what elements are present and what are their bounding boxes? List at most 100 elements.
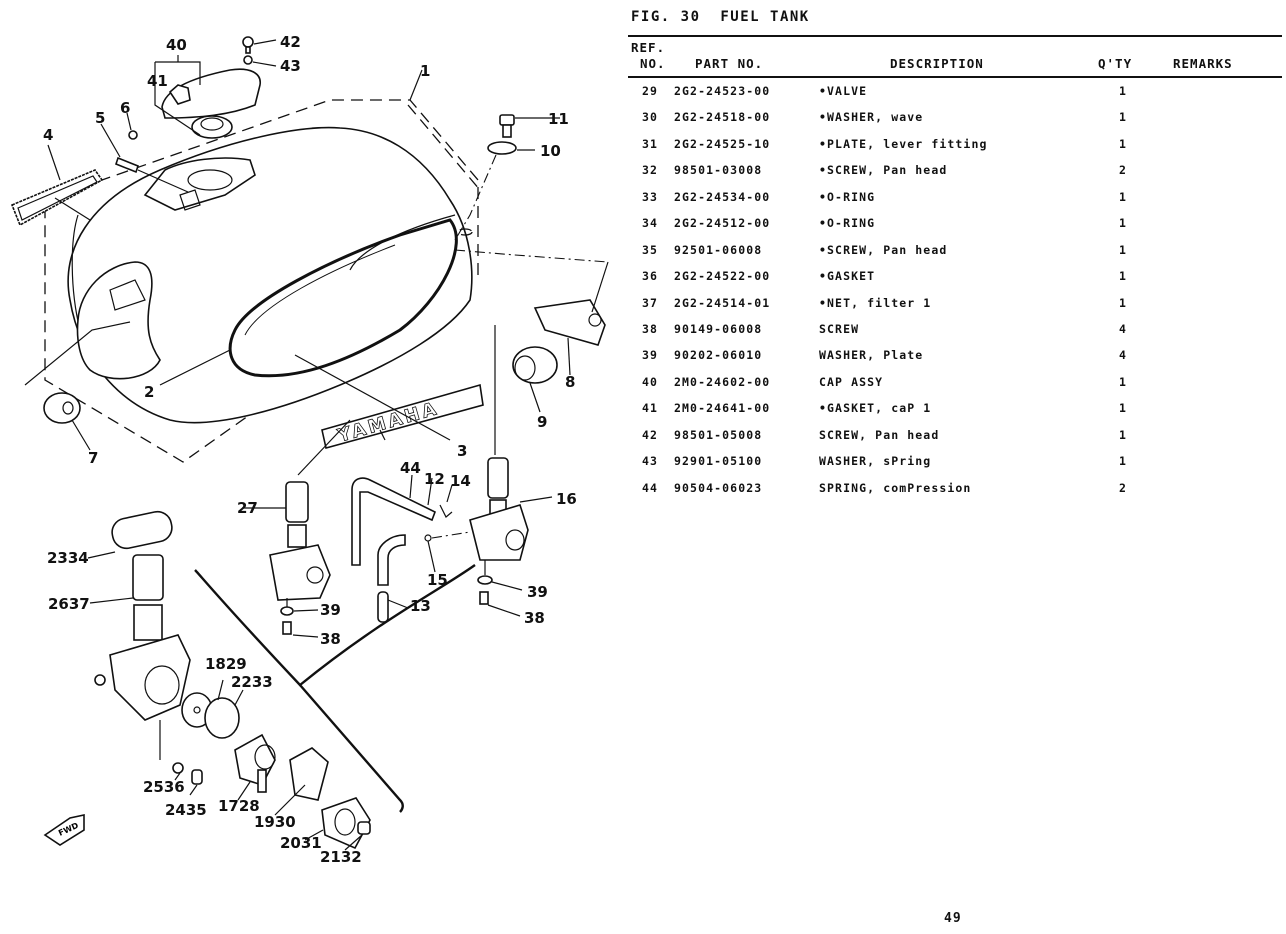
callout-5: 5: [95, 109, 105, 127]
callout-2: 2: [144, 383, 154, 401]
quantity: 4: [1118, 321, 1128, 336]
exploded-parts-diagram: YAMAHA: [0, 0, 620, 890]
fuel-cap-assembly: [154, 55, 261, 139]
quantity: 1: [1118, 110, 1128, 125]
callout-41: 41: [147, 72, 168, 90]
callout-1930: 1930: [254, 813, 296, 831]
part-number: 2G2-24525-10: [674, 136, 771, 151]
callout-11: 11: [548, 110, 569, 128]
ref-number: 34: [641, 216, 658, 231]
quantity: 1: [1118, 189, 1128, 204]
callout-2334: 2334: [47, 549, 89, 567]
part-number: 90504-06023: [674, 480, 763, 495]
part-number: 2G2-24522-00: [674, 269, 771, 284]
part-description: •SCREW, Pan head: [819, 163, 948, 178]
ref-number: 39: [641, 348, 658, 363]
ref-number: 31: [641, 136, 658, 151]
callout-2233: 2233: [231, 673, 273, 691]
ref-number: 37: [641, 295, 658, 310]
callout-10: 10: [540, 142, 561, 160]
tank-bracket-part-8: [533, 261, 609, 376]
quantity: 1: [1118, 269, 1128, 284]
callout-1829: 1829: [205, 655, 247, 673]
header-ref-line1: REF.: [631, 40, 666, 55]
callout-14: 14: [450, 472, 471, 490]
part-description: WASHER, Plate: [819, 348, 924, 363]
part-number: 2M0-24641-00: [674, 401, 771, 416]
fuel-hose-part-12: [351, 474, 437, 623]
callout-2132: 2132: [320, 848, 362, 866]
quantity: 1: [1118, 401, 1128, 416]
quantity: 1: [1118, 374, 1128, 389]
callout-1: 1: [420, 62, 430, 80]
ref-number: 30: [641, 110, 658, 125]
part-description: CAP ASSY: [819, 374, 884, 389]
callout-42: 42: [280, 33, 301, 51]
callout-3: 3: [457, 442, 467, 460]
header-rule-top: [628, 35, 1282, 37]
part-description: SCREW, Pan head: [819, 427, 940, 442]
cap-screw: [242, 36, 277, 67]
lower-fuel-cock-exploded: [87, 510, 371, 851]
callout-4: 4: [43, 126, 53, 144]
bolt-part-11: [454, 114, 609, 263]
page-number: 49: [944, 911, 962, 926]
callout-39-right: 39: [527, 583, 548, 601]
ref-number: 36: [641, 269, 658, 284]
part-description: •VALVE: [819, 84, 868, 98]
part-description: •GASKET, caP 1: [819, 401, 932, 416]
ref-number: 41: [641, 401, 658, 416]
table-row: 30 2G2-24518-00 •WASHER, wave 1: [628, 110, 1282, 136]
part-number: 2G2-24518-00: [674, 110, 771, 125]
damper-part-9: [512, 346, 558, 413]
figure-name: FUEL TANK: [720, 9, 810, 25]
header-rule-bottom: [628, 76, 1282, 78]
callout-8: 8: [565, 373, 575, 391]
callout-9: 9: [537, 413, 547, 431]
header-part-no: PART NO.: [695, 56, 764, 71]
ref-number: 33: [641, 189, 658, 204]
part-number: 2G2-24534-00: [674, 189, 771, 204]
pin-part-5: [100, 112, 189, 193]
part-number: 2G2-24512-00: [674, 216, 771, 231]
callout-2031: 2031: [280, 834, 322, 852]
part-description: •WASHER, wave: [819, 110, 924, 125]
part-description: •SCREW, Pan head: [819, 242, 948, 257]
part-number: 2G2-24523-00: [674, 84, 771, 98]
fuel-cock-part-27: [242, 419, 351, 638]
callout-2435: 2435: [165, 801, 207, 819]
callout-6: 6: [120, 99, 130, 117]
callout-15: 15: [427, 571, 448, 589]
fuel-tank: [67, 126, 473, 424]
parts-table-header: REF. NO. PART NO. DESCRIPTION Q'TY REMAR…: [628, 40, 1282, 76]
tank-boundary-dashes: [44, 99, 481, 463]
quantity: 1: [1118, 454, 1128, 469]
callout-1728: 1728: [218, 797, 260, 815]
table-row: 31 2G2-24525-10 •PLATE, lever fitting 1: [628, 137, 1282, 163]
callout-27: 27: [237, 499, 258, 517]
ref-number: 44: [641, 480, 658, 495]
part-description: •PLATE, lever fitting: [819, 136, 988, 151]
fuel-cock-part-16: [469, 325, 553, 617]
quantity: 1: [1118, 84, 1128, 98]
callout-43: 43: [280, 57, 301, 75]
ref-number: 43: [641, 454, 658, 469]
quantity: 1: [1118, 427, 1128, 442]
ref-number: 32: [641, 163, 658, 178]
quantity: 1: [1118, 136, 1128, 151]
fwd-arrow-icon: FWD: [43, 814, 85, 846]
ref-number: 40: [641, 374, 658, 389]
